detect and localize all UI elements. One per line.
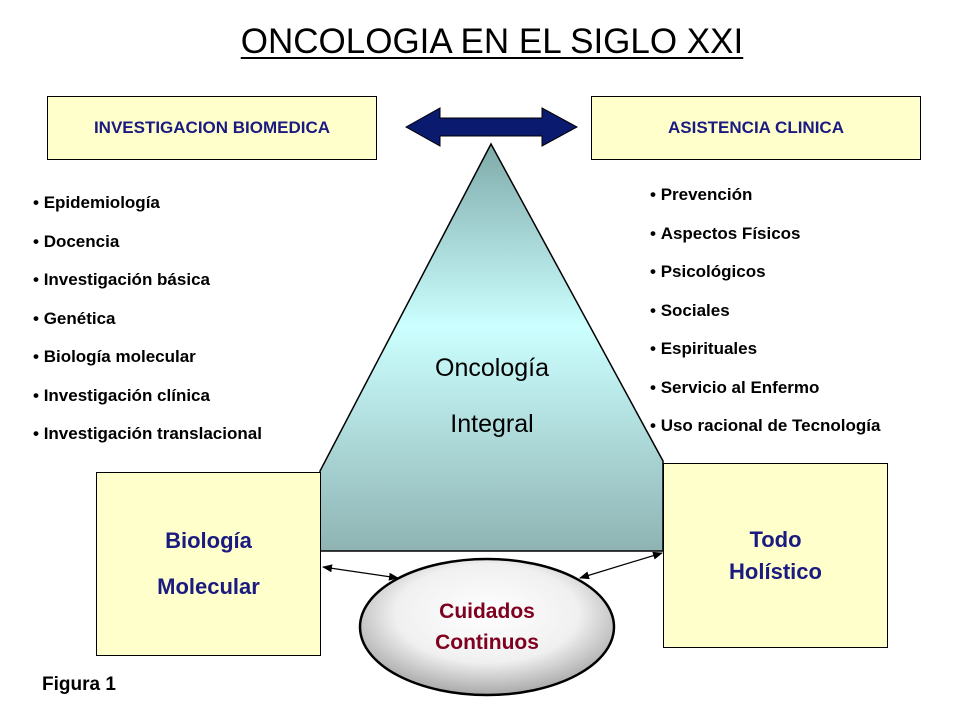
asistencia-list: Prevención Aspectos Físicos Psicológicos… <box>650 185 881 455</box>
bottom-right-line-2: Holístico <box>729 558 822 584</box>
asistencia-clinica-label: ASISTENCIA CLINICA <box>668 118 844 137</box>
list-item: Servicio al Enfermo <box>650 378 880 417</box>
list-item: Uso racional de Tecnología <box>650 416 881 455</box>
investigacion-list: Epidemiología Docencia Investigación bás… <box>33 193 262 463</box>
list-item: Biología molecular <box>33 347 262 386</box>
todo-holistico-box: Todo Holístico <box>663 463 888 648</box>
connector-arrow-right <box>579 551 663 580</box>
asistencia-clinica-box: ASISTENCIA CLINICA <box>591 96 921 160</box>
list-item: Sociales <box>650 301 880 340</box>
bottom-right-line-1: Todo <box>749 526 802 552</box>
figure-caption: Figura 1 <box>42 674 116 695</box>
list-item: Epidemiología <box>33 193 262 232</box>
oncologia-integral-label: Oncología Integral <box>380 340 604 452</box>
list-item: Genética <box>33 309 262 348</box>
list-item: Investigación básica <box>33 270 262 309</box>
list-item: Aspectos Físicos <box>650 224 880 263</box>
cuidados-continuos-label: Cuidados Continuos <box>360 596 614 658</box>
page-title: ONCOLOGIA EN EL SIGLO XXI <box>240 22 744 61</box>
center-line-1: Oncología <box>435 354 549 382</box>
bottom-center-line-2: Continuos <box>435 631 539 654</box>
cuidados-continuos-ellipse <box>358 557 616 697</box>
list-item: Investigación clínica <box>33 386 262 425</box>
connector-arrow-left <box>322 564 399 581</box>
list-item: Prevención <box>650 185 880 224</box>
bottom-left-line-2: Molecular <box>157 574 260 599</box>
investigacion-biomedica-box: INVESTIGACION BIOMEDICA <box>47 96 377 160</box>
center-line-2: Integral <box>450 410 534 438</box>
biologia-molecular-box: Biología Molecular <box>96 472 321 656</box>
list-item: Espirituales <box>650 339 880 378</box>
double-arrow-icon <box>404 107 579 147</box>
list-item: Docencia <box>33 232 262 271</box>
oncologia-integral-triangle <box>319 142 664 552</box>
list-item: Investigación translacional <box>33 424 262 463</box>
bottom-left-line-1: Biología <box>165 528 252 553</box>
investigacion-biomedica-label: INVESTIGACION BIOMEDICA <box>93 118 331 137</box>
bottom-center-line-1: Cuidados <box>439 600 535 623</box>
list-item: Psicológicos <box>650 262 880 301</box>
